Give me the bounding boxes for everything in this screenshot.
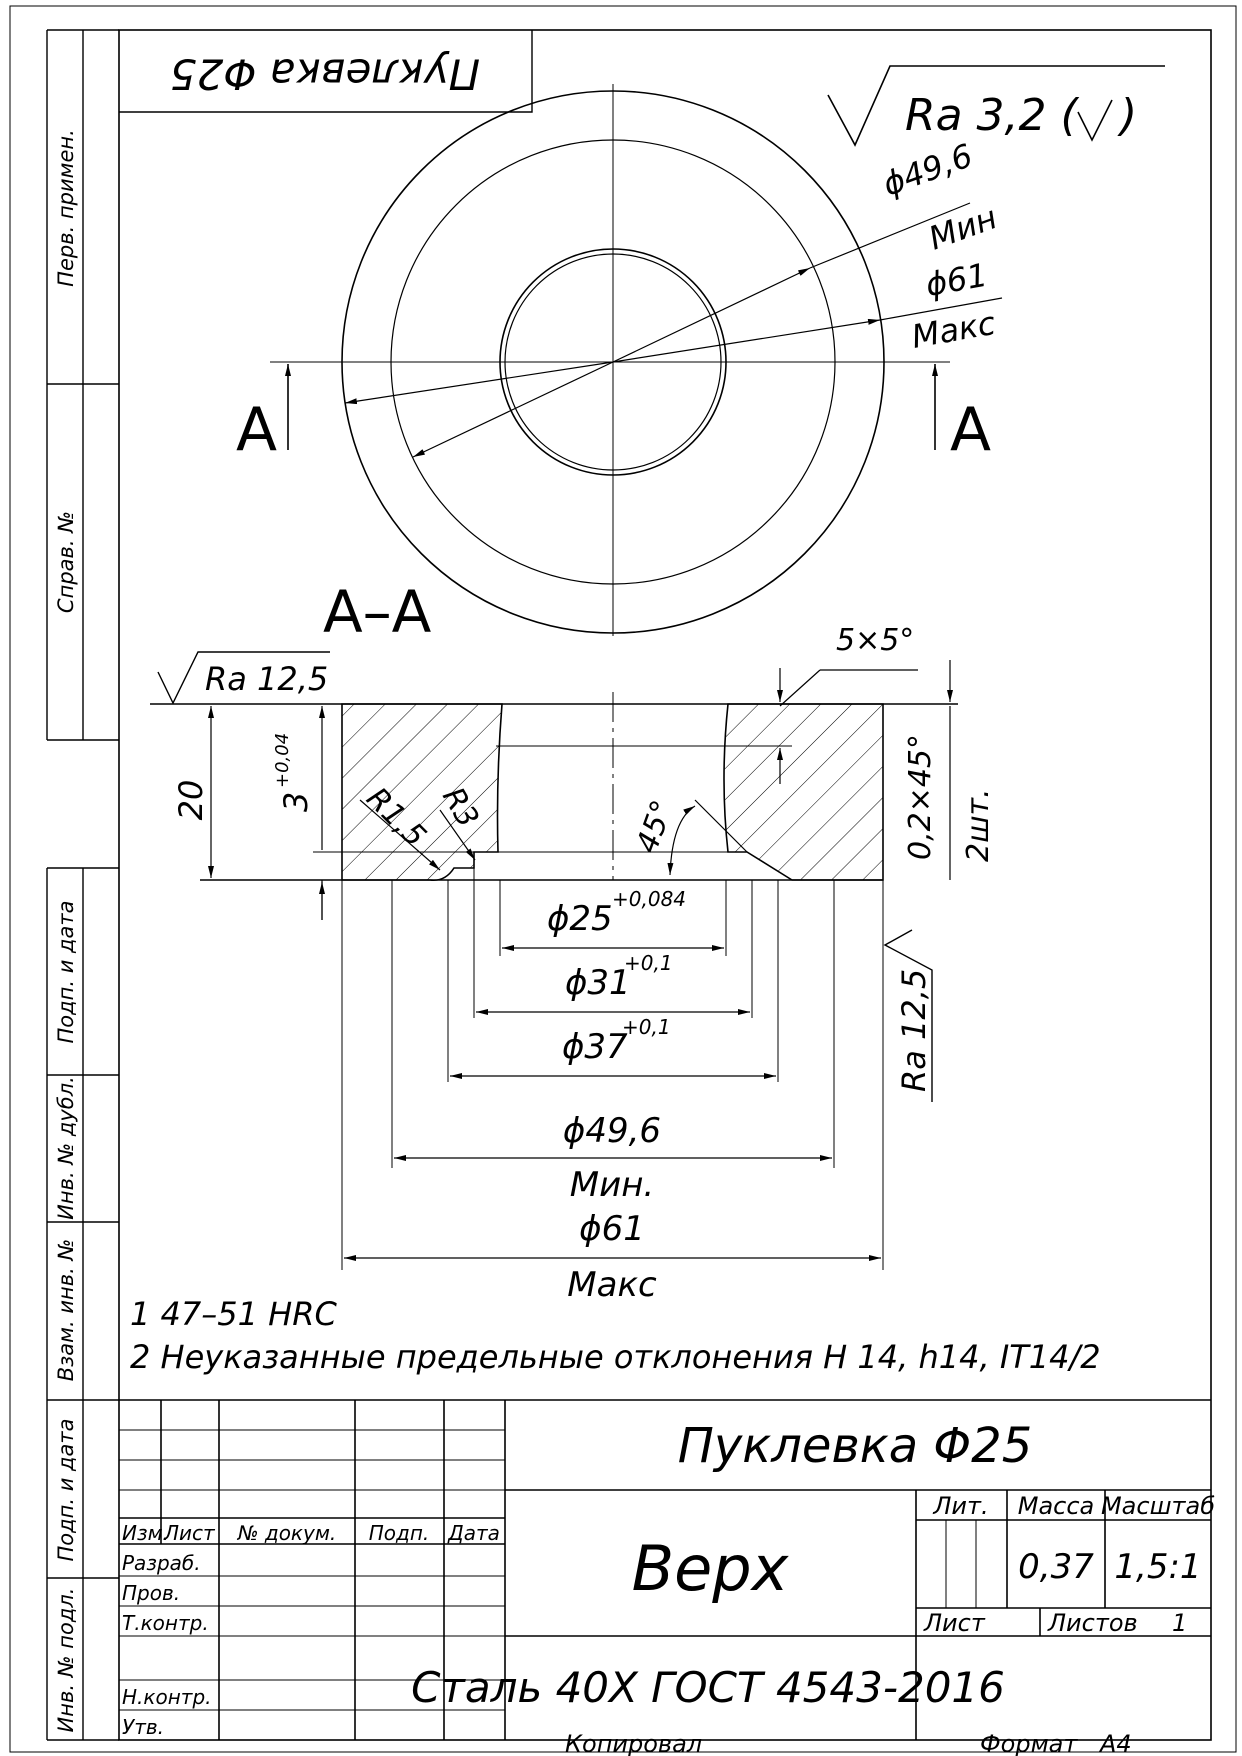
note-2: 2 Неуказанные предельные отклонения H 14… <box>130 1338 1101 1376</box>
section-mark-right: А <box>950 395 991 465</box>
dim-max-label: Макс <box>567 1265 657 1305</box>
part-name: Верх <box>632 1532 790 1605</box>
role-nkontr: Н.контр. <box>122 1685 212 1709</box>
top-dia-min-label: Мин <box>924 198 1002 257</box>
sheets-label: Листов <box>1047 1609 1138 1637</box>
col-header-izm: Изм. <box>122 1521 169 1545</box>
material: Сталь 40Х ГОСТ 4543-2016 <box>411 1663 1005 1712</box>
side-label-podp-data-2: Подп. и дата <box>54 1418 78 1561</box>
top-view: ϕ49,6 Мин ϕ61 Макс А А <box>236 84 1003 636</box>
top-stamp-text: Пуклевка Φ25 <box>170 50 480 99</box>
dim-d37-tol: +0,1 <box>622 1015 671 1039</box>
scale-label: Масштаб <box>1101 1492 1215 1520</box>
col-header-sign: Подп. <box>369 1521 430 1545</box>
dim-d61: ϕ61 <box>579 1209 645 1249</box>
col-header-doc: № докум. <box>237 1521 337 1545</box>
lit-label: Лит. <box>932 1492 988 1520</box>
dim-d25: ϕ25 <box>547 899 613 939</box>
hatch-right <box>723 703 884 881</box>
section-depth: 3 <box>277 792 315 812</box>
role-tkontr: Т.контр. <box>122 1611 209 1635</box>
roughness-main-symbol: Ra 3,2 ( ) <box>827 65 1165 147</box>
dim-d25-tol: +0,084 <box>612 887 686 911</box>
side-label-vzam-inv: Взам. инв. № <box>54 1239 78 1382</box>
side-label-podp-data-1: Подп. и дата <box>54 900 78 1043</box>
dim-d37: ϕ37 <box>562 1027 628 1067</box>
role-utv: Утв. <box>122 1715 164 1739</box>
side-label-inv-podl: Инв. № подл. <box>54 1588 78 1733</box>
side-label-inv-dubl: Инв. № дубл. <box>54 1076 78 1220</box>
footer-format-value: А4 <box>1098 1730 1132 1756</box>
top-dia-max-label: Макс <box>909 304 999 356</box>
document-code: Пуклевка Φ25 <box>678 1418 1033 1474</box>
section-roughness-side: Ra 12,5 <box>895 969 933 1092</box>
side-strip: Перв. примен. Справ. № Подп. и дата Инв.… <box>46 29 119 1741</box>
section-depth-tol: +0,04 <box>272 733 293 788</box>
footer-copied: Копировал <box>565 1730 702 1756</box>
section-title: А–А <box>323 578 432 646</box>
roughness-main-close: ) <box>1117 90 1137 141</box>
top-dia-max-value: ϕ61 <box>923 256 990 304</box>
sheet-label: Лист <box>923 1609 986 1637</box>
side-label-sprav-no: Справ. № <box>54 511 78 613</box>
dim-d31: ϕ31 <box>565 963 631 1003</box>
dim-min-label: Мин. <box>570 1165 654 1205</box>
section-chamfer-qty: 2шт. <box>961 788 996 862</box>
dim-d31-tol: +0,1 <box>624 951 673 975</box>
top-stamp: Пуклевка Φ25 <box>119 30 533 113</box>
section-view: А–А Ra 12,5 20 3 +0,04 <box>150 578 996 1305</box>
section-height: 20 <box>172 780 210 821</box>
section-roughness-top: Ra 12,5 <box>205 660 328 698</box>
section-chamfer-side: 0,2×45° <box>903 734 938 860</box>
side-label-perv-primen: Перв. примен. <box>54 129 78 287</box>
mass-value: 0,37 <box>1018 1547 1094 1587</box>
section-mark-left: А <box>236 395 277 465</box>
footer: Копировал Формат А4 <box>565 1730 1132 1756</box>
mass-label: Масса <box>1018 1492 1095 1520</box>
technical-notes: 1 47–51 HRC 2 Неуказанные предельные отк… <box>130 1295 1101 1376</box>
sheet-frame <box>9 5 1237 1753</box>
title-block: Изм. Лист № докум. Подп. Дата Разраб. Пр… <box>119 1399 1215 1740</box>
roughness-main-text: Ra 3,2 ( <box>905 90 1079 141</box>
note-1: 1 47–51 HRC <box>130 1295 337 1333</box>
dim-d49: ϕ49,6 <box>563 1111 661 1151</box>
footer-format-label: Формат <box>980 1730 1078 1756</box>
sheets-value: 1 <box>1172 1609 1187 1637</box>
col-header-list: Лист <box>163 1521 216 1545</box>
role-prov: Пров. <box>122 1581 180 1605</box>
section-chamfer-top: 5×5° <box>836 623 914 658</box>
col-header-date: Дата <box>447 1521 500 1545</box>
scale-value: 1,5:1 <box>1114 1547 1201 1587</box>
role-razrab: Разраб. <box>122 1551 201 1575</box>
top-dia-min-value: ϕ49,6 <box>878 136 978 203</box>
